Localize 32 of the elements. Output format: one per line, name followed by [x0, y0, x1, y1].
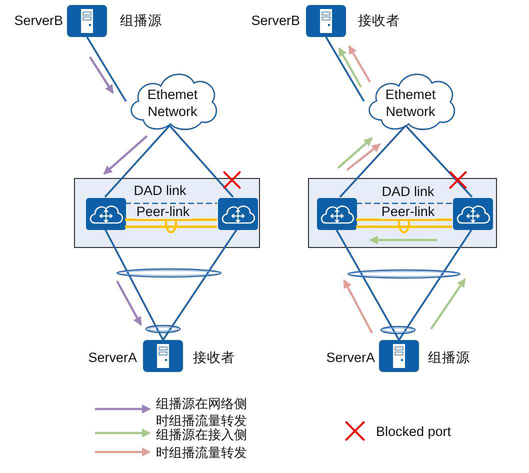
link-line	[168, 125, 234, 198]
link-line	[335, 228, 400, 340]
link-line	[104, 125, 170, 198]
link-line	[162, 228, 238, 340]
edge-label: DAD link	[380, 184, 436, 199]
link-line	[104, 228, 164, 340]
legend-label: 时组播流量转发	[156, 444, 248, 461]
cloud-label: Ethemet Network	[146, 86, 199, 120]
legend-label: 组播源在接入侧	[156, 427, 248, 443]
dashed-link	[356, 202, 452, 204]
server-label: ServerA	[88, 350, 137, 365]
server-label: ServerA	[326, 350, 375, 365]
server-label: 接收者	[358, 13, 400, 28]
link-line	[325, 36, 365, 102]
server-label: 接收者	[193, 350, 235, 365]
edge-label: Peer-link	[379, 204, 437, 219]
peer-link	[124, 218, 218, 228]
link-line	[86, 36, 127, 102]
peer-link	[354, 218, 454, 228]
link-line	[398, 228, 473, 340]
server-label: ServerB	[14, 13, 63, 28]
link-line	[339, 125, 406, 198]
edge-label: Peer-link	[134, 204, 192, 219]
edge-label: DAD link	[132, 183, 188, 198]
link-line	[405, 124, 473, 198]
server-label: 组播源	[120, 13, 162, 28]
server-label: ServerB	[251, 13, 300, 28]
server-label: 组播源	[428, 350, 470, 365]
legend-label: Blocked port	[376, 424, 452, 439]
dashed-link	[125, 202, 217, 204]
cloud-label: Ethemet Network	[384, 86, 437, 120]
legend-label: 组播源在网络侧时组播流量转发	[156, 395, 248, 428]
